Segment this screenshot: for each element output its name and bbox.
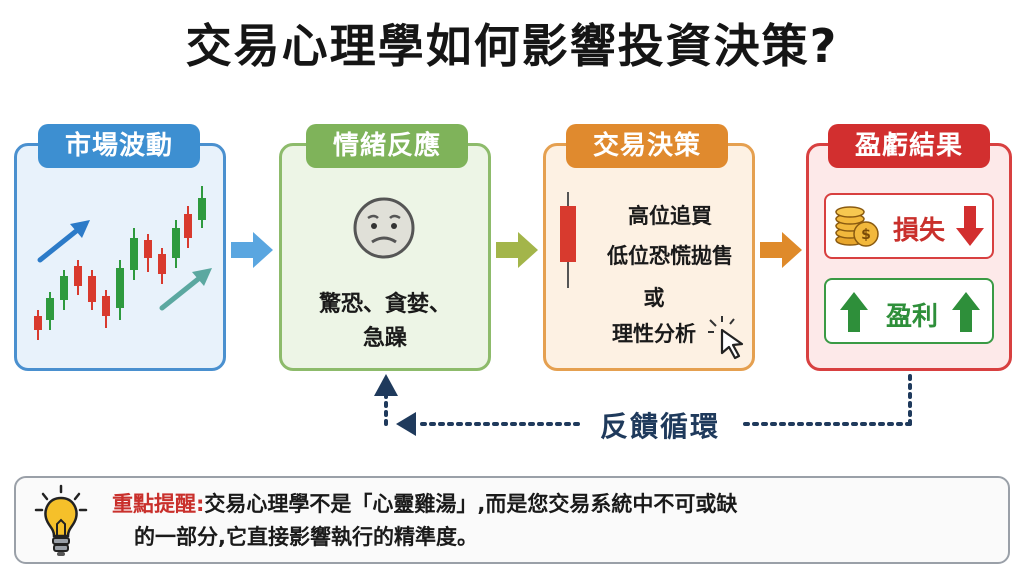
candlestick-group [34,186,206,340]
decision-text-line-2: 低位恐慌拋售 [607,244,733,268]
candlestick-chart-icon [34,186,212,340]
flow-arrow-3-icon [760,232,802,268]
decision-text-line-4: 理性分析 [612,322,696,346]
decision-stage-box [543,143,755,371]
emotion-text-line-1: 驚恐、貪婪、 [318,292,451,317]
cursor-click-icon [708,316,744,360]
uptrend-arrow-blue-icon [37,220,90,263]
page-title: 交易心理學如何影響投資決策? [185,19,839,73]
tip-line-1-text: 交易心理學不是「心靈雞湯」,而是您交易系統中不可或缺 [204,492,738,516]
tip-line-1: 重點提醒:交易心理學不是「心靈雞湯」,而是您交易系統中不可或缺 [112,488,992,521]
tip-label: 重點提醒: [112,492,205,516]
tip-box [14,476,1010,564]
uptrend-arrow-teal-icon [159,268,212,311]
emotion-text-line-2: 急躁 [362,326,407,351]
feedback-arrowhead-up [374,374,398,396]
emotion-stage-label: 情緒反應 [306,124,468,168]
up-arrow-left-icon [840,292,868,332]
candle-icon [560,192,576,288]
up-arrow-right-icon [952,292,980,332]
decision-text-line-3: 或 [643,286,665,310]
result-stage-label: 盈虧結果 [828,124,990,168]
market-stage-box [14,143,226,371]
tip-text: 重點提醒:交易心理學不是「心靈雞湯」,而是您交易系統中不可或缺 的一部分,它直接… [112,488,992,554]
worried-face-icon [353,197,415,259]
flow-arrow-2-icon [496,232,538,268]
market-stage-label: 市場波動 [38,124,200,168]
lightbulb-icon [34,484,88,556]
gain-label: 盈利 [885,302,938,332]
coins-icon: $ [835,206,879,247]
down-arrow-icon [956,206,984,246]
tip-line-2: 的一部分,它直接影響執行的精準度。 [134,525,478,549]
feedback-arrowhead-left [396,412,416,436]
feedback-loop-label: 反饋循環 [580,405,740,445]
decision-text-line-1: 高位追買 [628,204,712,228]
svg-text:$: $ [861,227,871,243]
decision-stage-label: 交易決策 [566,124,728,168]
flow-arrow-1-icon [231,232,273,268]
loss-label: 損失 [892,216,945,246]
feedback-loop-path [374,374,912,436]
